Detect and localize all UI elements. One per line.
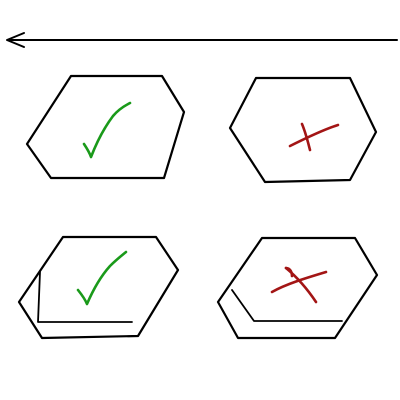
hexagon-shape xyxy=(17,235,180,340)
check-icon xyxy=(82,101,132,159)
panel-bottom-incorrect xyxy=(216,236,379,340)
fold-edge xyxy=(231,289,343,322)
hexagon-shape xyxy=(25,74,186,180)
panel-bottom-correct xyxy=(17,235,180,340)
cross-icon xyxy=(270,266,328,304)
panel-top-incorrect xyxy=(228,76,378,184)
check-icon xyxy=(76,250,128,306)
cross-icon xyxy=(288,122,340,152)
panel-top-correct xyxy=(25,74,186,180)
fold-edge xyxy=(37,271,133,323)
hexagon-shape xyxy=(228,76,378,184)
arrow-head-icon xyxy=(6,32,25,48)
direction-arrow xyxy=(6,32,398,48)
hexagon-shape xyxy=(216,236,379,340)
